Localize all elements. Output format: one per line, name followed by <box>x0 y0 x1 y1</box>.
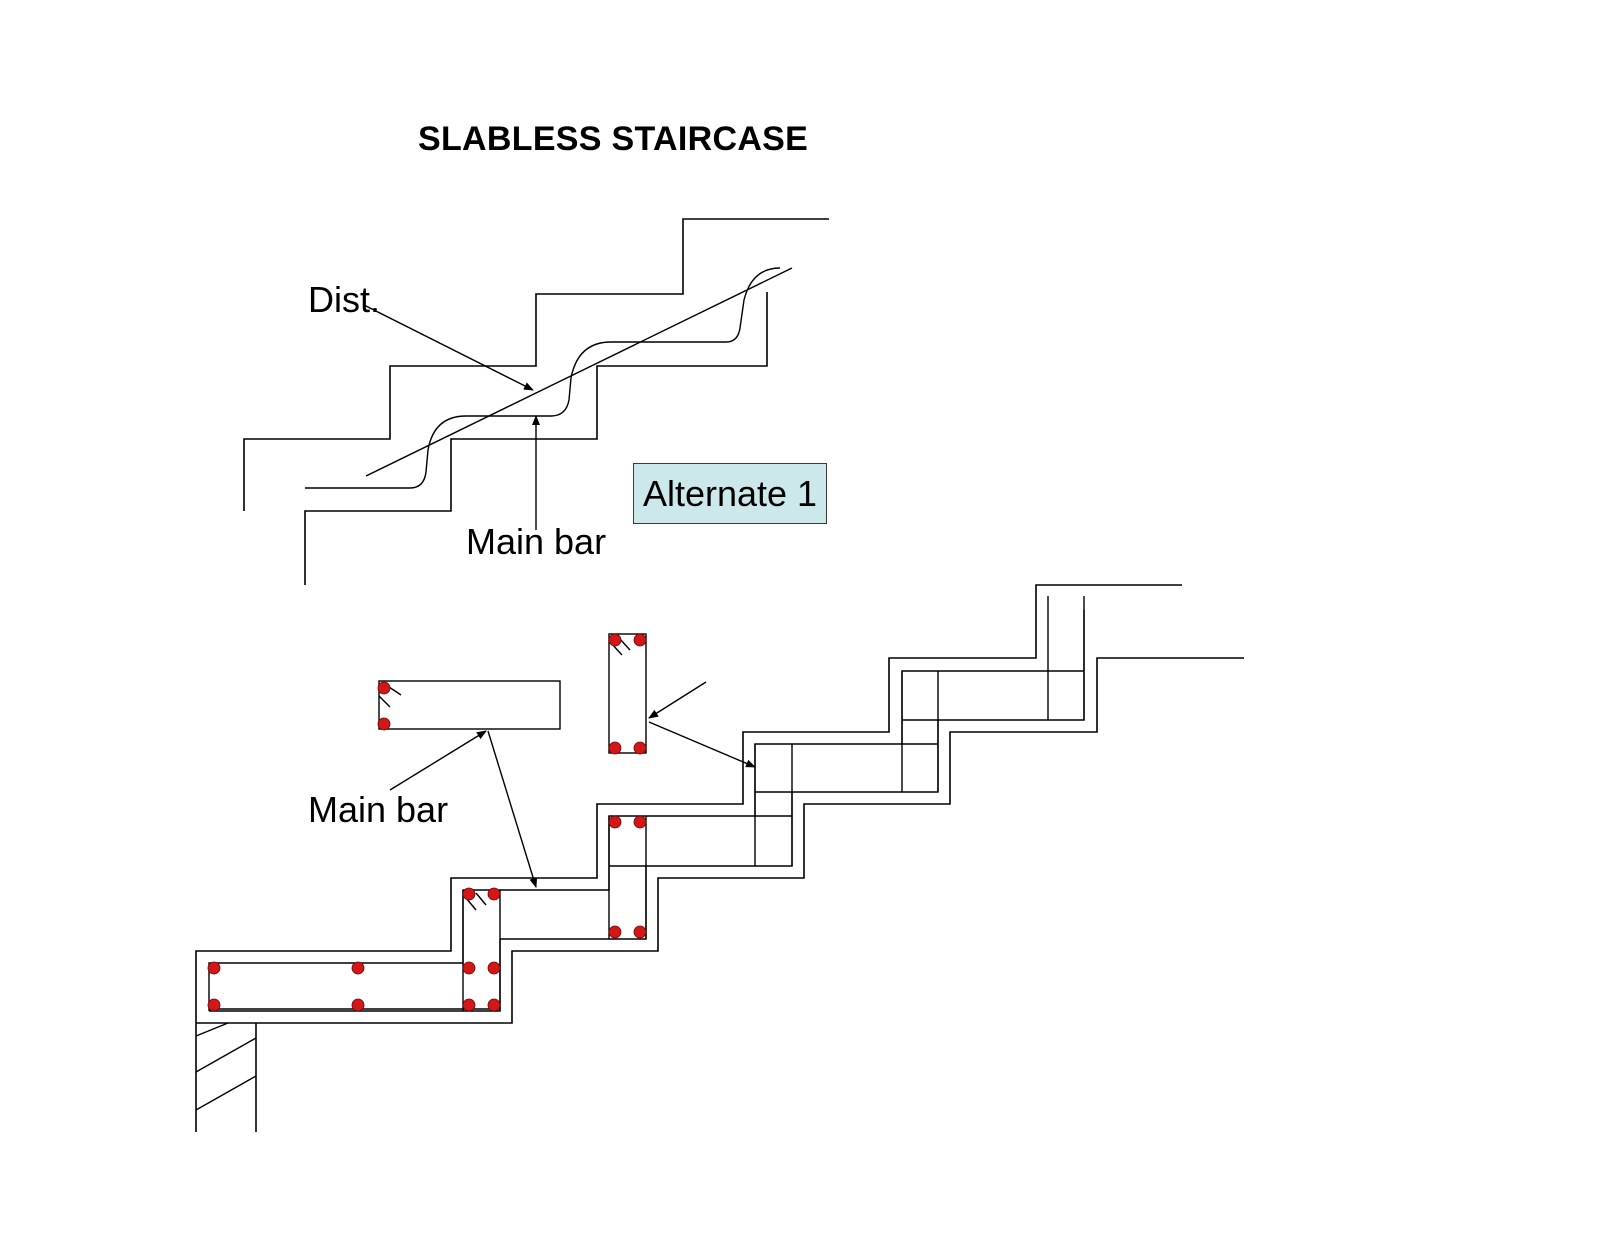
top-stair-upper-outline <box>243 218 829 511</box>
rebar-dot <box>351 961 365 975</box>
bottom-staircase <box>195 584 1244 1132</box>
rebar-dot <box>608 815 622 829</box>
rebar-dot <box>633 815 647 829</box>
riser-section-detail <box>608 633 647 754</box>
alternate-1-box: Alternate 1 <box>633 463 827 524</box>
stirrup-hook <box>475 892 487 906</box>
rebar-dot <box>377 681 391 695</box>
bottom-stair-lower-outline <box>196 657 1244 1024</box>
tread-detail-leader-arrow <box>487 730 538 888</box>
main-bar-bottom-label: Main bar <box>308 789 449 830</box>
rebar-dot <box>633 925 647 939</box>
wall-hatch <box>195 1022 229 1037</box>
rebar-dot <box>633 633 647 647</box>
rebar-dot <box>462 961 476 975</box>
rebar-dot <box>633 741 647 755</box>
rebar-dot <box>462 887 476 901</box>
page-title: SLABLESS STAIRCASE <box>418 120 809 158</box>
rebar-dot <box>207 961 221 975</box>
rebar-dot <box>351 998 365 1012</box>
rebar-dot <box>487 998 501 1012</box>
inner-envelope-upper <box>208 596 1049 1011</box>
rebar-dot <box>207 998 221 1012</box>
rebar-dot <box>377 717 391 731</box>
rebar-dot <box>608 741 622 755</box>
stirrup-hook <box>378 695 391 708</box>
rebar-dot <box>608 633 622 647</box>
wall-hatch <box>195 1075 257 1111</box>
riser-detail-leader-arrow <box>648 721 756 768</box>
top-distribution-bar <box>365 267 793 477</box>
rebar-dot <box>462 998 476 1012</box>
bottom-stair-upper-outline <box>195 584 1182 1023</box>
wall-hatch <box>195 1037 257 1073</box>
dist-label: Dist. <box>308 279 380 320</box>
alternate-1-label: Alternate 1 <box>642 472 818 514</box>
main-bar-bottom-leader-arrow <box>389 730 487 791</box>
rebar-dot <box>487 887 501 901</box>
main-bar-top-label: Main bar <box>466 521 607 562</box>
top-staircase <box>243 218 829 585</box>
rebar-dot <box>487 961 501 975</box>
top-stair-lower-outline <box>304 292 768 585</box>
tread-section-detail <box>378 680 561 730</box>
rebar-dot <box>608 925 622 939</box>
dist-leader-arrow <box>363 304 534 391</box>
riser-detail-leader-arrow <box>648 681 707 719</box>
top-main-bar <box>305 267 781 489</box>
